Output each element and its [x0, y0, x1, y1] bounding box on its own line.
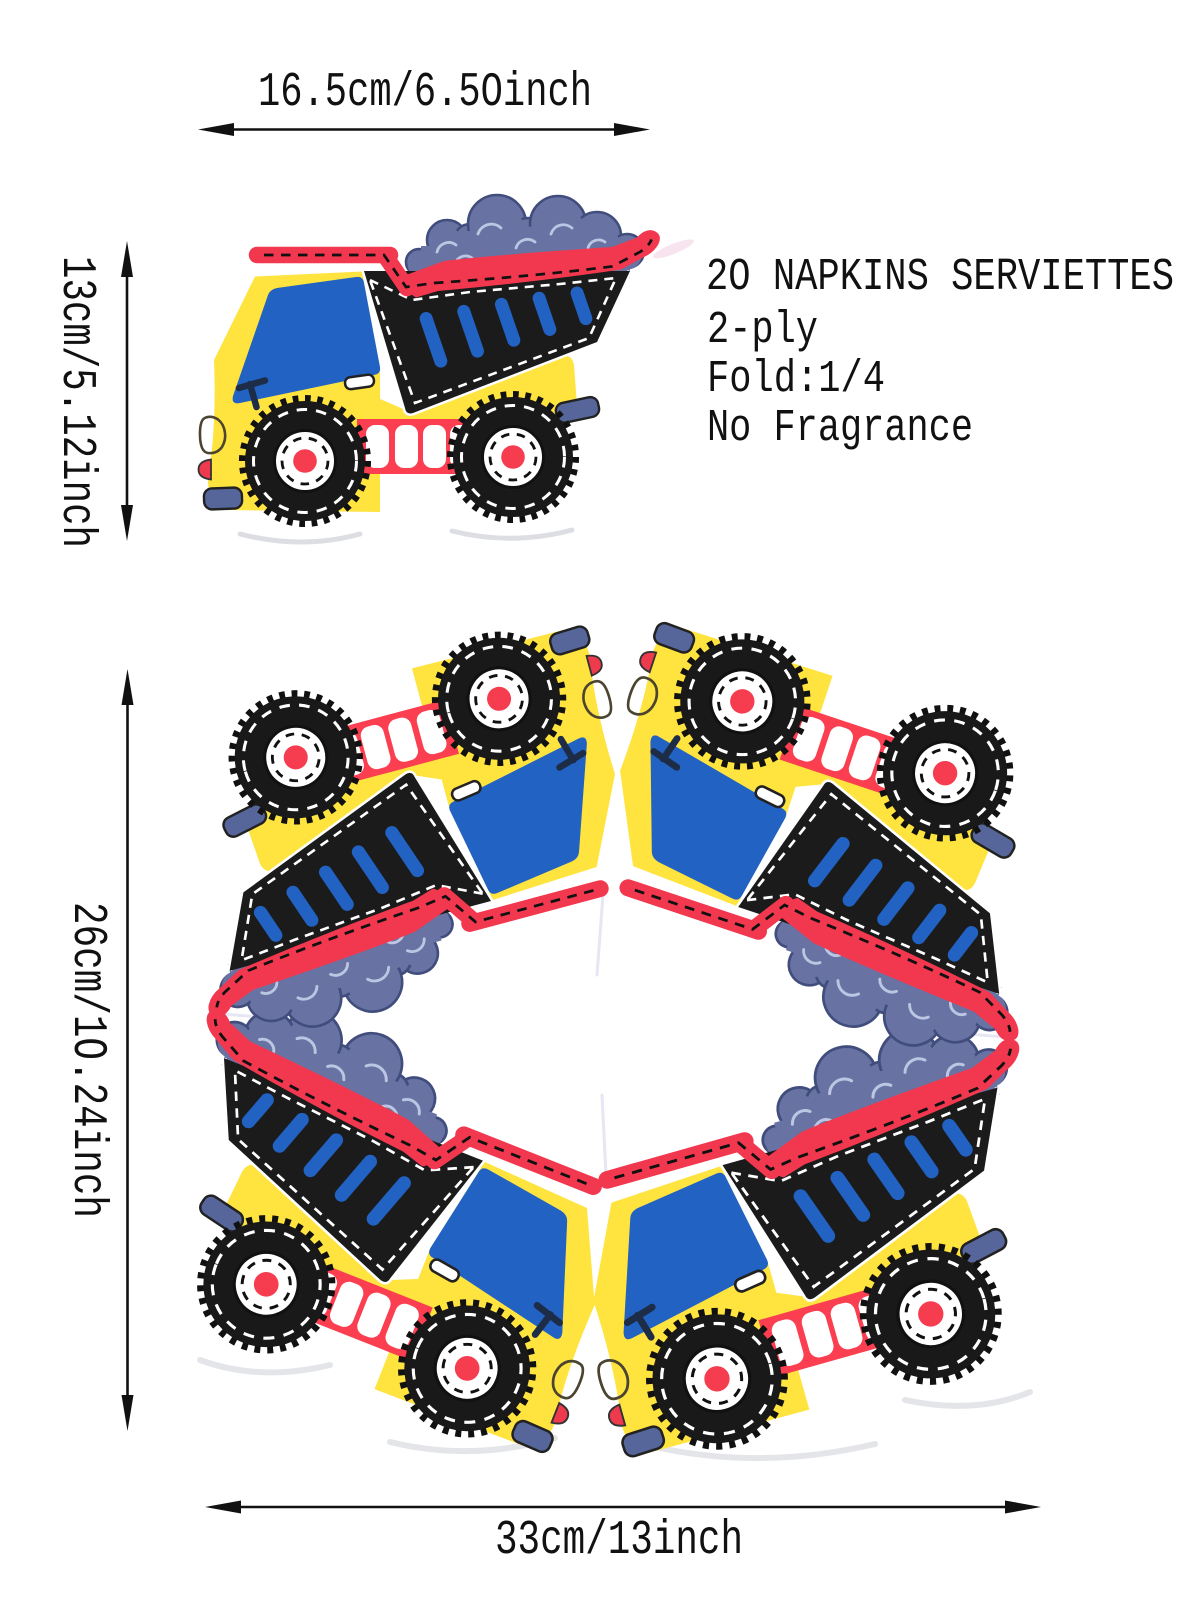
svg-text:16.5cm/6.5Oinch: 16.5cm/6.5Oinch: [258, 66, 592, 120]
svg-text:Fold:1/4: Fold:1/4: [707, 354, 885, 405]
svg-text:26cm/1O.24inch: 26cm/1O.24inch: [60, 902, 114, 1218]
svg-text:13cm/5.12inch: 13cm/5.12inch: [49, 256, 103, 548]
svg-text:No Fragrance: No Fragrance: [707, 403, 973, 454]
svg-text:2-ply: 2-ply: [707, 305, 818, 356]
svg-text:33cm/13inch: 33cm/13inch: [495, 1514, 743, 1568]
svg-text:2O NAPKINS SERVIETTES: 2O NAPKINS SERVIETTES: [706, 252, 1174, 303]
